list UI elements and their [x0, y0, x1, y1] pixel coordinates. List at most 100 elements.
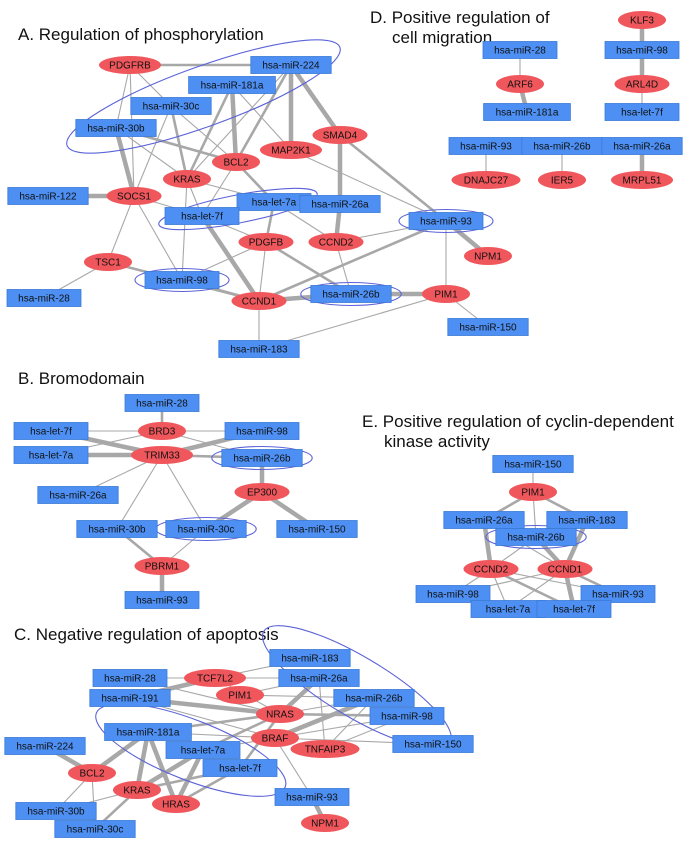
panel-a-edge-SMAD4-miR93	[338, 133, 448, 223]
mirna-box	[276, 520, 358, 538]
panel-a-cluster-outline-3	[134, 267, 230, 293]
node-label: KRAS	[123, 786, 151, 797]
panel-e-node-miR26a: hsa-miR-26a	[443, 511, 525, 529]
panel-a-cluster-outline-2	[398, 208, 494, 234]
node-label: HRAS	[162, 800, 190, 811]
node-label: IER5	[551, 176, 574, 187]
gene-ellipse	[163, 170, 211, 188]
panel-a-node-miR26b: hsa-miR-26b	[310, 285, 392, 303]
panel-d-title-line2: cell migration	[392, 28, 493, 47]
panel-d-node-KLF3: KLF3	[618, 11, 666, 29]
mirna-box	[164, 207, 240, 225]
node-label: hsa-miR-28	[104, 674, 156, 685]
panel-c-node-miR30c: hsa-miR-30c	[54, 820, 136, 838]
panel-a-node-miR183: hsa-miR-183	[218, 340, 300, 358]
panel-d-node-IER5: IER5	[538, 171, 586, 189]
panel-d-node-ARF6: ARF6	[496, 75, 544, 93]
node-label: PIM1	[434, 290, 458, 301]
panel-c-node-BRAF: BRAF	[251, 729, 299, 747]
panel-d-node-miR181a: hsa-miR-181a	[483, 103, 571, 121]
panel-e-node-miR183: hsa-miR-183	[546, 511, 628, 529]
node-label: hsa-miR-183	[281, 654, 339, 665]
node-label: ARF6	[507, 80, 533, 91]
mirna-box	[54, 820, 136, 838]
mirna-box	[13, 422, 89, 440]
panel-a-edge-miR93-CCND1	[257, 219, 448, 303]
panel-a-node-BCL2: BCL2	[212, 153, 260, 171]
panel-b-node-miR93: hsa-miR-93	[124, 591, 200, 609]
node-label: hsa-miR-26a	[290, 674, 348, 685]
panel-c-node-miR30b: hsa-miR-30b	[15, 802, 97, 820]
panel-a-node-CCND2: CCND2	[308, 233, 364, 251]
node-label: hsa-let-7f	[30, 427, 72, 438]
panel-e-node-CCND1: CCND1	[537, 560, 593, 578]
panel-d-node-miR26b: hsa-miR-26b	[521, 137, 603, 155]
gene-ellipse	[251, 729, 299, 747]
panel-c-node-miR93: hsa-miR-93	[274, 788, 350, 806]
node-label: hsa-miR-28	[136, 399, 188, 410]
mirna-box	[124, 394, 200, 412]
panel-a-cluster-outline-0	[66, 39, 341, 154]
mirna-box	[221, 449, 303, 467]
panel-a-edge-miR181a-BCL2	[229, 82, 239, 165]
panel-c-node-miR26b: hsa-miR-26b	[333, 689, 415, 707]
gene-ellipse	[614, 75, 670, 93]
gene-ellipse	[68, 764, 116, 782]
gene-ellipse	[308, 233, 364, 251]
panel-a-edge-miR224-SMAD4	[288, 62, 343, 138]
panel-a-node-NPM1: NPM1	[464, 247, 512, 265]
node-label: NPM1	[474, 252, 502, 263]
mirna-box	[492, 455, 574, 473]
mirna-box	[4, 737, 86, 755]
gene-ellipse	[464, 247, 512, 265]
panel-a-edge-miR181a-KRAS	[185, 83, 234, 181]
gene-ellipse	[234, 483, 290, 501]
mirna-box	[76, 520, 158, 538]
node-label: hsa-miR-30c	[143, 102, 200, 113]
mirna-box	[104, 723, 192, 741]
gene-ellipse	[216, 686, 264, 704]
panel-a-node-MAP2K1: MAP2K1	[260, 141, 322, 159]
node-label: hsa-miR-26b	[233, 454, 291, 465]
node-label: hsa-miR-183	[558, 516, 616, 527]
node-label: hsa-miR-28	[494, 46, 546, 57]
node-label: hsa-miR-122	[19, 192, 77, 203]
mirna-box	[601, 137, 683, 155]
panel-a-node-miR28: hsa-miR-28	[6, 289, 82, 307]
node-label: hsa-let-7a	[181, 746, 226, 757]
gene-ellipse	[212, 153, 260, 171]
node-label: hsa-miR-93	[420, 217, 472, 228]
gene-ellipse	[184, 669, 246, 687]
panel-a-node-miR30b: hsa-miR-30b	[75, 119, 157, 137]
node-label: hsa-miR-26b	[345, 694, 403, 705]
gene-ellipse	[451, 171, 521, 189]
panel-c-node-miR224: hsa-miR-224	[4, 737, 86, 755]
node-label: hsa-miR-28	[18, 294, 70, 305]
panel-c-node-TCF7L2: TCF7L2	[184, 669, 246, 687]
mirna-box	[482, 41, 558, 59]
node-label: BRD3	[149, 427, 176, 438]
gene-ellipse	[238, 233, 294, 251]
panel-a-edge-PIM1-miR183	[258, 293, 447, 350]
node-label: hsa-miR-26b	[322, 290, 380, 301]
panel-c-edge-miR181a-HRAS	[145, 729, 179, 807]
panel-c-node-miR28: hsa-miR-28	[92, 669, 168, 687]
node-label: hsa-miR-224	[262, 61, 320, 72]
panel-c-node-miR191: hsa-miR-191	[89, 689, 171, 707]
mirna-box	[299, 195, 381, 213]
panel-a-edge-SOCS1-miR98	[133, 195, 183, 281]
panel-c-node-PIM1: PIM1	[216, 686, 264, 704]
panel-a-edge-SOCS1-TSC1	[107, 195, 135, 263]
node-label: hsa-miR-98	[427, 590, 479, 601]
panel-c-node-let7a: hsa-let-7a	[165, 741, 241, 759]
mirna-box	[165, 520, 247, 538]
node-label: hsa-miR-150	[504, 460, 562, 471]
panel-a-edge-miR30b-SOCS1	[113, 125, 137, 199]
mirna-box	[144, 271, 220, 289]
gene-ellipse	[131, 446, 193, 464]
node-label: hsa-miR-26b	[533, 142, 591, 153]
panel-d-node-miR93: hsa-miR-93	[448, 137, 524, 155]
panel-a-edge-MAP2K1-miR93	[290, 149, 447, 222]
mirna-box	[415, 585, 491, 603]
node-label: hsa-miR-98	[381, 712, 433, 723]
